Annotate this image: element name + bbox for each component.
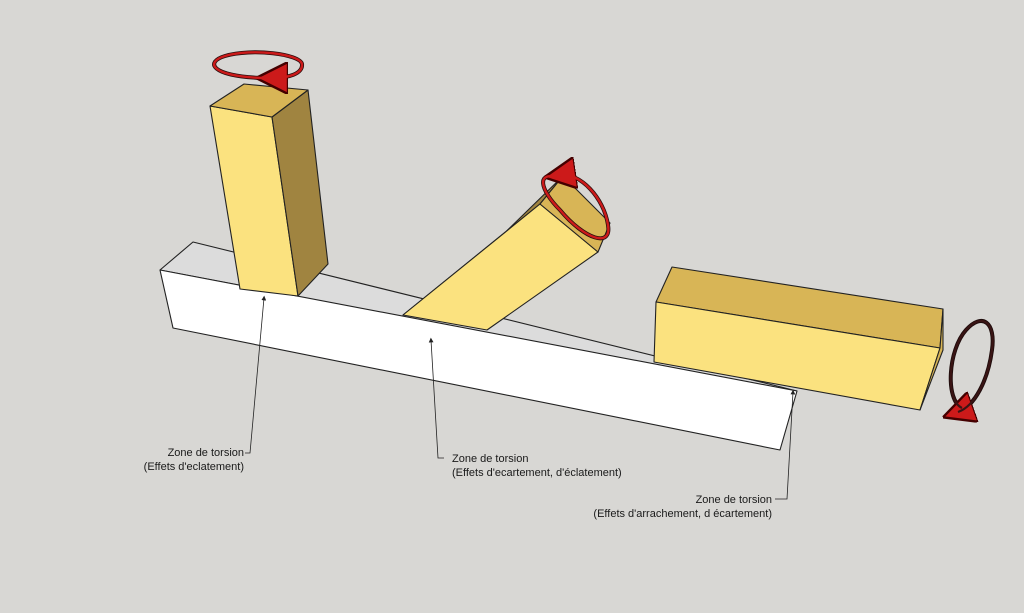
label-title: Zone de torsion (695, 494, 772, 506)
label-detail: (Effets d'eclatement) (143, 461, 244, 473)
beam-front-face (159, 269, 798, 451)
block-end-face (919, 308, 944, 411)
vertical-post (209, 83, 329, 297)
leader-line-2 (428, 337, 444, 459)
label-title: Zone de torsion (452, 453, 529, 465)
leader-lines (245, 295, 796, 500)
leader-line-3 (775, 389, 796, 500)
inclined-brace (402, 175, 611, 331)
rotation-arrow-icon (212, 50, 304, 78)
leader-line-1 (245, 295, 267, 454)
label-title: Zone de torsion (167, 447, 244, 459)
rotation-arrow-icon (541, 175, 611, 241)
torsion-zone-label-1: Zone de torsion (Effets d'eclatement) (124, 446, 244, 474)
rotation-arrow-icon (951, 318, 995, 412)
horizontal-block (653, 266, 944, 411)
torsion-zone-label-3: Zone de torsion (Effets d'arrachement, d… (560, 493, 772, 521)
torsion-zone-label-2: Zone de torsion (Effets d'ecartement, d'… (452, 452, 622, 480)
label-detail: (Effets d'ecartement, d'éclatement) (452, 467, 622, 479)
label-detail: (Effets d'arrachement, d écartement) (593, 508, 772, 520)
